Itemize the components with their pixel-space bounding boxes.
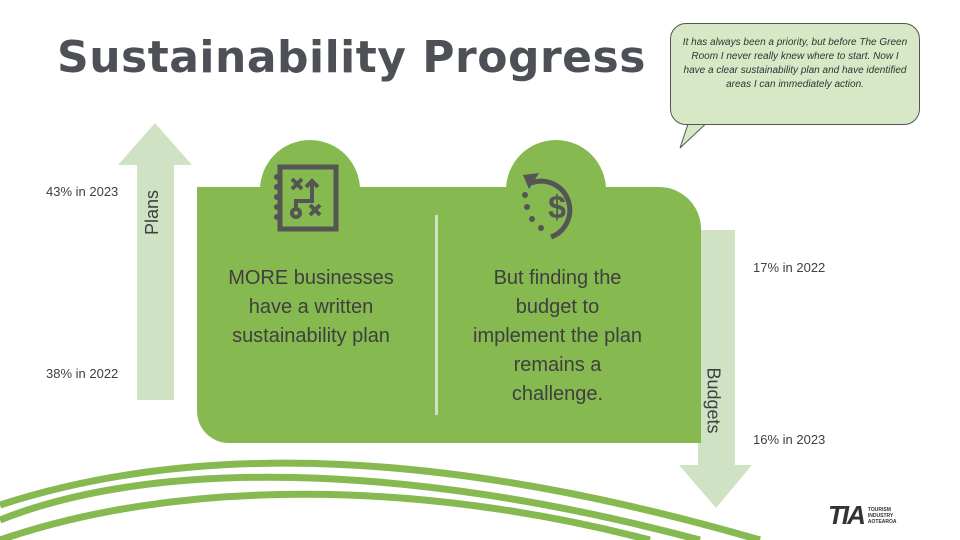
budget-statement: But finding the budget to implement the …: [473, 267, 642, 405]
plans-2022: 38% in 2022: [46, 366, 119, 381]
logo-mark: TIA: [828, 500, 866, 530]
strategy-plan-icon: [274, 164, 339, 232]
plans-label: Plans: [142, 189, 163, 236]
page-title: Sustainability Progress: [57, 32, 646, 83]
svg-text:$: $: [548, 189, 566, 225]
budgets-2022: 17% in 2022: [753, 260, 826, 275]
budgets-2023: 16% in 2023: [753, 432, 826, 447]
tia-logo: TIA TOURISM INDUSTRY AOTEAROA: [828, 500, 897, 531]
quote-bubble: It has always been a priority, but befor…: [670, 23, 920, 125]
bottom-stripes: [0, 459, 761, 540]
budgets-label: Budgets: [703, 367, 724, 434]
logo-line2: INDUSTRY: [867, 512, 894, 519]
plans-statement: MORE businesses have a written sustainab…: [228, 267, 394, 347]
divider: [435, 215, 438, 415]
logo-line3: AOTEAROA: [867, 518, 897, 525]
up-arrow: [118, 123, 192, 400]
dollar-refresh-icon: $: [522, 173, 573, 240]
plans-2023: 43% in 2023: [46, 184, 119, 199]
logo-line1: TOURISM: [867, 506, 891, 513]
down-arrow: [679, 230, 752, 508]
